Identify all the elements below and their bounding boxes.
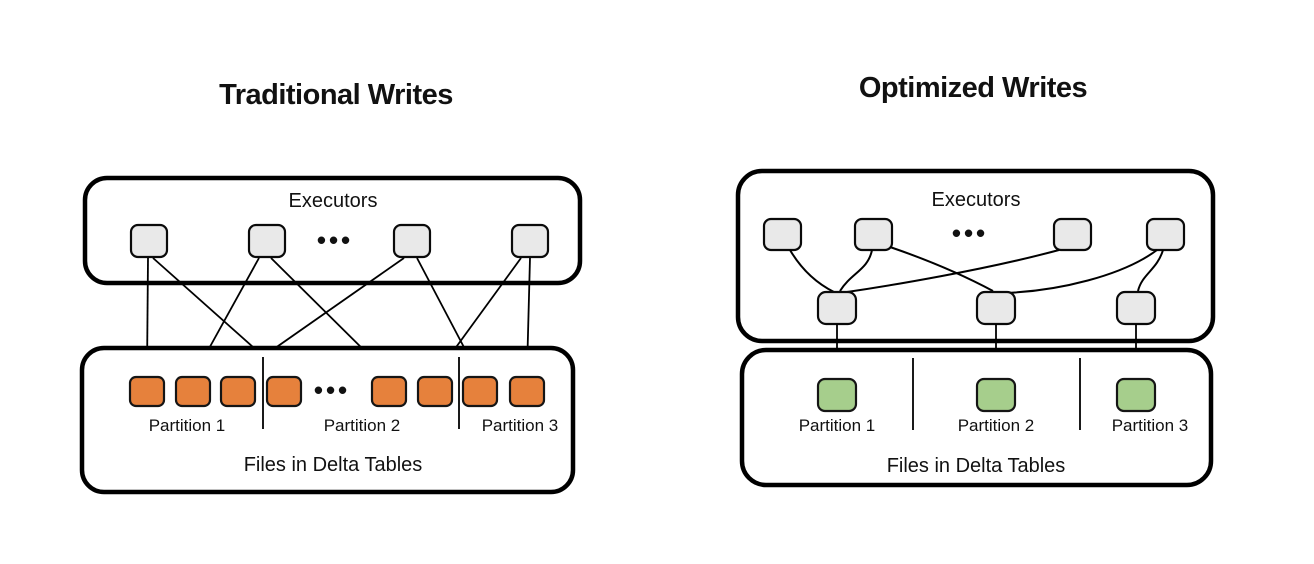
executor-node-1 — [129, 223, 169, 259]
traditional-files-label: Files in Delta Tables — [244, 454, 423, 476]
shuffle-task-node-1 — [816, 290, 858, 326]
curve-executor1-task1 — [789, 249, 835, 293]
partition-1-label: Partition 1 — [799, 416, 876, 435]
partition-3-label: Partition 3 — [482, 416, 559, 435]
shuffle-task-node-3 — [1115, 290, 1157, 326]
file-node-5 — [370, 375, 408, 408]
file-node-3 — [1115, 377, 1157, 413]
executor-node-3 — [392, 223, 432, 259]
file-node-1 — [128, 375, 166, 408]
files-ellipsis: ••• — [314, 375, 350, 405]
partition-2-label: Partition 2 — [324, 416, 401, 435]
traditional-executors-box — [82, 175, 583, 286]
file-node-3 — [219, 375, 257, 408]
optimized-executors-label: Executors — [932, 189, 1021, 211]
file-node-8 — [508, 375, 546, 408]
curve-executor4-task3 — [1137, 249, 1164, 292]
file-node-2 — [975, 377, 1017, 413]
executor-node-2 — [247, 223, 287, 259]
executors-ellipsis: ••• — [317, 225, 353, 255]
file-node-7 — [461, 375, 499, 408]
curve-executor3-task1 — [846, 249, 1060, 293]
file-node-6 — [416, 375, 454, 408]
partition-1-label: Partition 1 — [149, 416, 226, 435]
curve-executor4-task2 — [1004, 249, 1158, 294]
partition-2-label: Partition 2 — [958, 416, 1035, 435]
optimized-files-label: Files in Delta Tables — [887, 455, 1066, 477]
shuffle-task-node-2 — [975, 290, 1017, 326]
partition-3-label: Partition 3 — [1112, 416, 1189, 435]
traditional-writes-title: Traditional Writes — [219, 79, 453, 111]
executors-ellipsis: ••• — [952, 218, 988, 248]
file-node-4 — [265, 375, 303, 408]
curve-executor2-task1 — [839, 249, 873, 292]
traditional-writes-panel: Traditional Writes Executors ••• ••• — [79, 79, 583, 495]
executor-node-1 — [762, 217, 803, 252]
traditional-executors-label: Executors — [289, 190, 378, 212]
executor-node-3 — [1052, 217, 1093, 252]
executor-node-4 — [1145, 217, 1186, 252]
file-node-1 — [816, 377, 858, 413]
optimized-writes-title: Optimized Writes — [859, 72, 1087, 104]
executor-node-4 — [510, 223, 550, 259]
curve-executor2-task2 — [889, 246, 994, 292]
optimized-delta-tables-box — [739, 347, 1214, 488]
file-node-2 — [174, 375, 212, 408]
optimized-writes-panel: Optimized Writes Executors ••• — [735, 72, 1216, 488]
executor-node-2 — [853, 217, 894, 252]
